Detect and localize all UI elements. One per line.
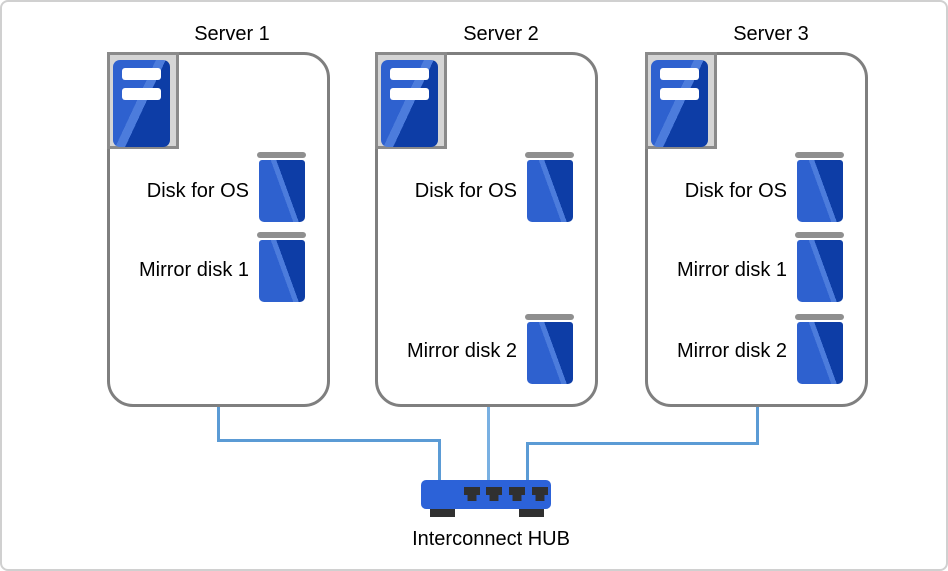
disk-cap (525, 152, 574, 158)
disk-icon (525, 152, 574, 222)
connector-server2-hub (487, 407, 490, 480)
disk-body (796, 322, 843, 384)
hub-port (532, 487, 548, 501)
disk-label: Mirror disk 1 (138, 259, 249, 281)
hub-port (486, 487, 502, 501)
disk-body (258, 240, 305, 302)
server-tower-icon (645, 52, 717, 149)
disk-body (526, 322, 573, 384)
disk-cap (525, 314, 574, 320)
connector-server3-hub (526, 442, 759, 445)
tower-body (651, 60, 708, 147)
disk-body (796, 160, 843, 222)
connector-server1-hub (217, 439, 441, 442)
server-2-box: Disk for OS Mirror disk 2 (375, 52, 598, 407)
tower-slot-bar (660, 68, 699, 80)
tower-slot-bar (390, 68, 429, 80)
disk-icon (795, 314, 844, 384)
server-tower-icon (375, 52, 447, 149)
hub-port (509, 487, 525, 501)
connector-server1-hub (438, 442, 441, 480)
server-1-box: Disk for OS Mirror disk 1 (107, 52, 330, 407)
server-1-title: Server 1 (194, 23, 270, 45)
disk-cap (257, 232, 306, 238)
server-2-title: Server 2 (463, 23, 539, 45)
disk-icon (795, 152, 844, 222)
disk-icon (257, 232, 306, 302)
hub-foot (430, 509, 455, 517)
connector-server3-hub (526, 445, 529, 480)
disk-label: Mirror disk 2 (406, 340, 517, 362)
disk-label: Mirror disk 2 (676, 340, 787, 362)
hub-label: Interconnect HUB (412, 528, 570, 550)
hub-foot (519, 509, 544, 517)
disk-body (796, 240, 843, 302)
tower-slot-bar (122, 88, 161, 100)
disk-cap (257, 152, 306, 158)
disk-body (526, 160, 573, 222)
connector-server1-hub (217, 407, 220, 442)
hub-port (464, 487, 480, 501)
disk-label: Disk for OS (414, 180, 517, 202)
tower-slot-bar (660, 88, 699, 100)
server-3-box: Disk for OS Mirror disk 1 Mirror disk 2 (645, 52, 868, 407)
disk-body (258, 160, 305, 222)
disk-cap (795, 232, 844, 238)
disk-label: Mirror disk 1 (676, 259, 787, 281)
tower-slot-bar (390, 88, 429, 100)
tower-slot-bar (122, 68, 161, 80)
network-hub-icon (421, 480, 551, 517)
server-tower-icon (107, 52, 179, 149)
disk-label: Disk for OS (146, 180, 249, 202)
server-3-title: Server 3 (733, 23, 809, 45)
disk-cap (795, 314, 844, 320)
disk-icon (525, 314, 574, 384)
tower-body (381, 60, 438, 147)
disk-icon (795, 232, 844, 302)
tower-body (113, 60, 170, 147)
disk-cap (795, 152, 844, 158)
disk-label: Disk for OS (684, 180, 787, 202)
connector-server3-hub (756, 407, 759, 445)
disk-icon (257, 152, 306, 222)
